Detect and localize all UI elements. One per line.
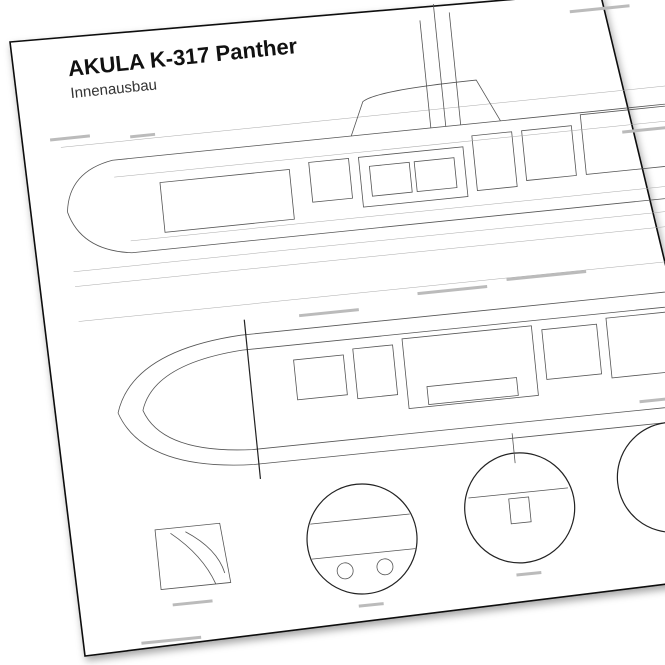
cross-section-a [306, 483, 418, 608]
top-view [78, 256, 665, 479]
cross-section-b [464, 433, 576, 577]
side-view [49, 3, 665, 287]
paper [9, 0, 665, 657]
propeller-detail [141, 522, 232, 645]
cross-section-c [616, 421, 665, 533]
